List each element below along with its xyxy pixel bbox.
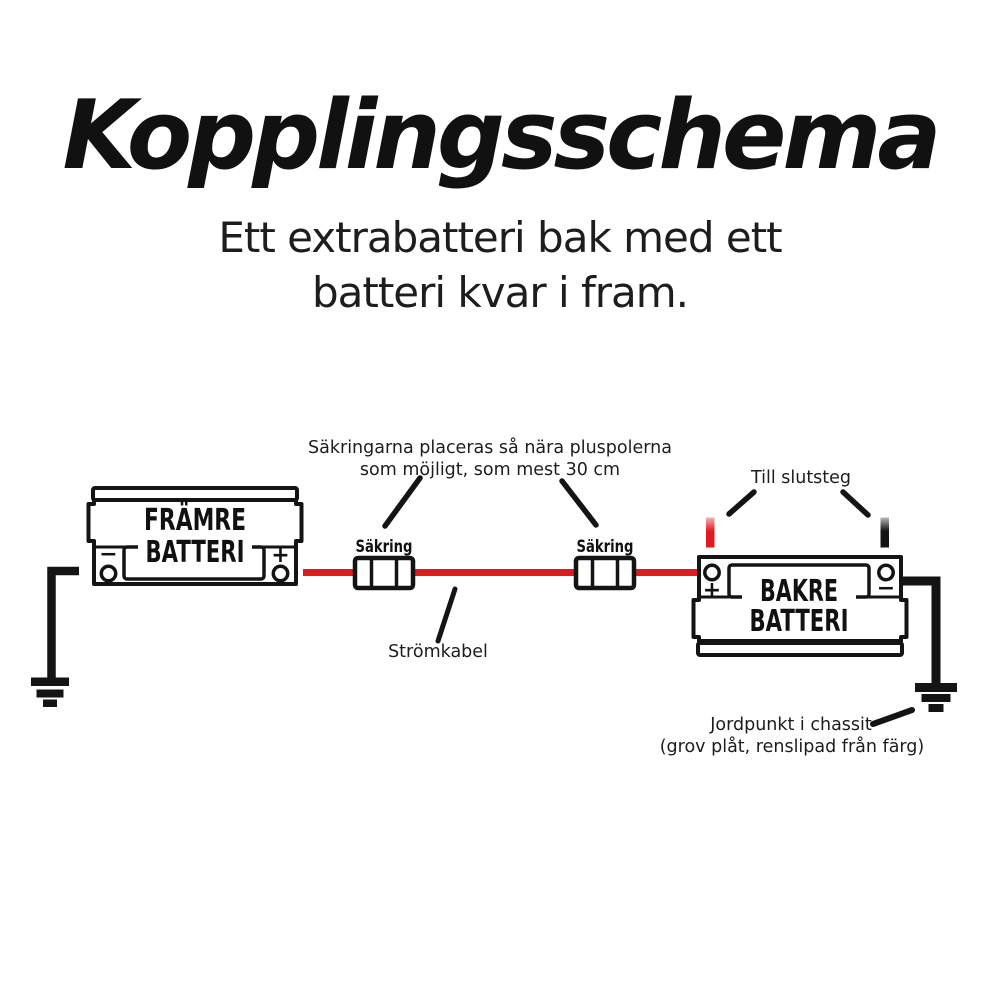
rear-battery-minus-sign: − [877, 576, 895, 601]
till-slutsteg-label: Till slutsteg [750, 468, 851, 488]
rear-ground-wire [903, 576, 941, 684]
fuse-note-leader-left [382, 475, 423, 529]
stromkabel-label: Strömkabel [388, 642, 488, 662]
rear-battery-label-line1: BAKRE [760, 574, 838, 609]
fuse-2-holder [573, 555, 637, 591]
front-battery-label-line2: BATTERI [146, 535, 245, 570]
label-backdrop [138, 534, 252, 563]
front-battery-minus-sign: − [99, 542, 117, 567]
jordpunkt-label-line2: (grov plåt, renslipad från färg) [660, 736, 925, 757]
page-subtitle: Ett extrabatteri bak med ett batteri kva… [0, 210, 1000, 320]
ground-bar-large [915, 683, 957, 692]
front-battery-minus-terminal [99, 564, 118, 583]
amp-wire-negative-stub [880, 517, 889, 548]
rear-battery-minus-terminal [877, 563, 895, 582]
ground-bar-medium [36, 689, 64, 698]
slutsteg-leader-right [840, 489, 871, 518]
fuse-1: Säkring [352, 537, 416, 591]
ground-bar-medium [921, 694, 951, 702]
fuse-1-holder [352, 555, 416, 591]
rear-battery-lid [696, 641, 904, 657]
front-battery-label-line1: FRÄMRE [144, 502, 246, 538]
subtitle-line2: batteri kvar i fram. [311, 268, 689, 317]
slutsteg-leader-left [726, 489, 757, 517]
ground-bar-small [928, 704, 944, 712]
amp-wire-positive-stub [706, 517, 715, 548]
jordpunkt-leader [870, 707, 915, 727]
front-battery: FRÄMRE BATTERI − + [86, 486, 304, 586]
fuse-2-label: Säkring [577, 537, 634, 557]
front-ground-symbol [31, 566, 79, 707]
ground-bar-small [43, 699, 57, 707]
stromkabel-leader [435, 586, 458, 644]
front-battery-plus-terminal [271, 564, 290, 583]
jordpunkt-label-line1: Jordpunkt i chassit [709, 715, 872, 735]
front-battery-plus-sign: + [271, 543, 289, 568]
rear-battery: BAKRE BATTERI + − [691, 555, 909, 657]
fuse-note-line2: som möjligt, som mest 30 cm [360, 460, 620, 480]
front-ground-wire [47, 566, 79, 680]
fuse-note-line1: Säkringarna placeras så nära pluspolerna [308, 437, 672, 458]
page-title: Kopplingsschema [62, 81, 941, 191]
fuse-note-leader-right [559, 478, 599, 528]
rear-battery-label-line2: BATTERI [750, 604, 849, 639]
fuse-1-label: Säkring [356, 537, 413, 557]
rear-ground-symbol [903, 576, 957, 712]
fuse-2: Säkring [573, 537, 637, 591]
rear-battery-plus-terminal [703, 563, 721, 582]
rear-battery-plus-sign: + [703, 578, 721, 603]
ground-bar-large [31, 677, 69, 686]
label-backdrop [742, 584, 856, 609]
subtitle-line1: Ett extrabatteri bak med ett [218, 213, 782, 262]
